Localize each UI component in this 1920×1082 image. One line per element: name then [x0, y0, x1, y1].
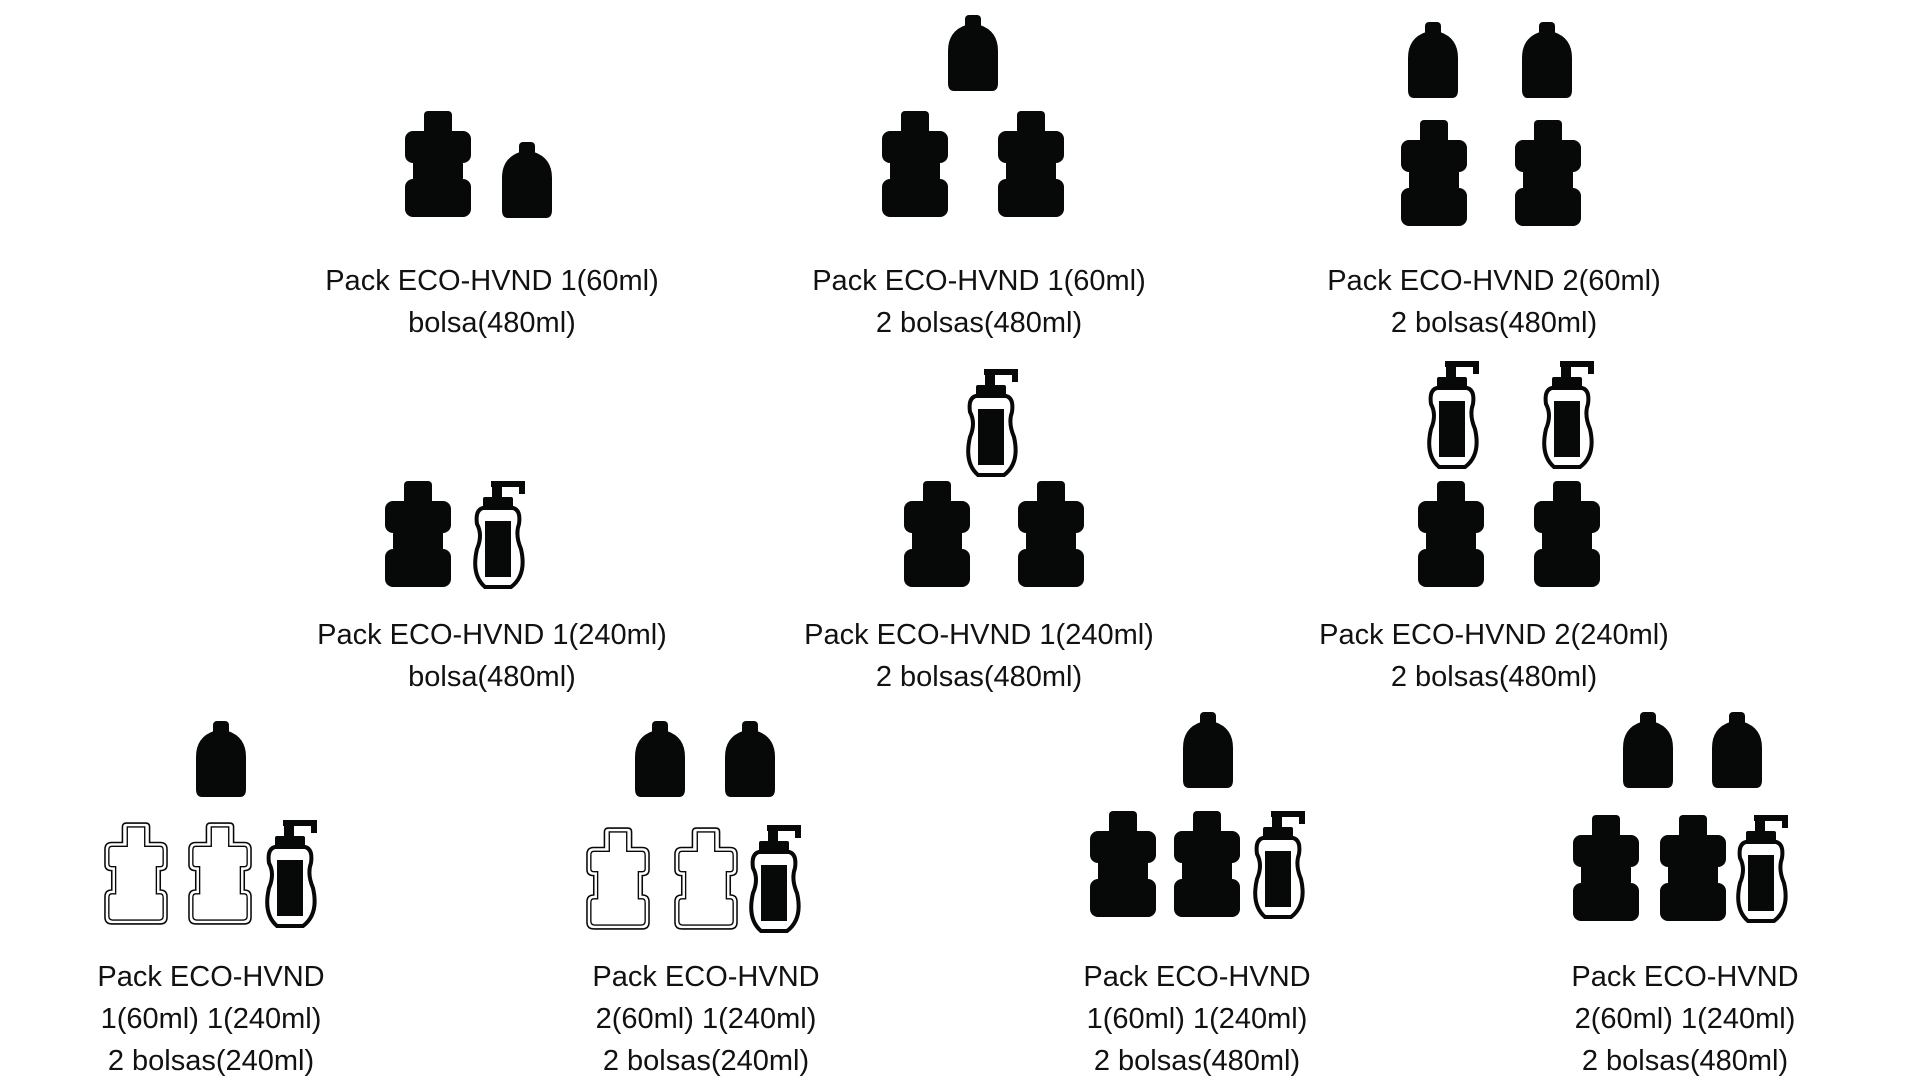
- pack-label-line: 1(60ml) 1(240ml): [100, 1003, 322, 1035]
- pack-label-line: Pack ECO-HVND 2(240ml): [1319, 619, 1669, 651]
- bottle-60ml-icon: [1183, 712, 1233, 788]
- pack-label-line: 2 bolsas(480ml): [1581, 1045, 1789, 1077]
- pack-label: Pack ECO-HVND 1(60ml) 1(240ml) 2 bolsas(24…: [97, 956, 324, 1082]
- bottle-60ml-icon: [1408, 22, 1458, 98]
- pack-label-line: 2 bolsas(240ml): [107, 1045, 315, 1077]
- outline-bottle-240ml-icon: [188, 820, 252, 927]
- pack-label: Pack ECO-HVND 2(60ml) 2 bolsas(480ml): [1327, 260, 1661, 344]
- pump-bottle-240ml-icon: [1251, 809, 1308, 920]
- bottle-480ml-icon: [405, 111, 471, 217]
- pack-label-line: 1(60ml) 1(240ml): [1086, 1003, 1308, 1035]
- outline-bottle-240ml-icon: [674, 825, 738, 932]
- pack-label-line: 2 bolsas(480ml): [875, 661, 1083, 693]
- pack-label-line: 2 bolsas(480ml): [1390, 307, 1598, 339]
- pack-label-line: Pack ECO-HVND 2(60ml): [1327, 265, 1661, 297]
- outline-bottle-240ml-icon: [104, 820, 168, 927]
- bottle-60ml-icon: [1522, 22, 1572, 98]
- pack-label-line: Pack ECO-HVND: [97, 961, 325, 993]
- pack-label-line: Pack ECO-HVND: [1571, 961, 1799, 993]
- bottle-60ml-icon: [635, 721, 685, 797]
- pack-label: Pack ECO-HVND 2(240ml) 2 bolsas(480ml): [1319, 614, 1669, 698]
- bottle-60ml-icon: [196, 721, 246, 797]
- bottle-480ml-icon: [1573, 815, 1639, 921]
- pack-label-line: 2(60ml) 1(240ml): [1574, 1003, 1796, 1035]
- bottle-480ml-icon: [1174, 811, 1240, 917]
- bottle-480ml-icon: [1534, 481, 1600, 587]
- bottle-480ml-icon: [1401, 120, 1467, 226]
- pump-bottle-240ml-icon: [263, 818, 320, 929]
- bottle-60ml-icon: [725, 721, 775, 797]
- pack-label: Pack ECO-HVND 1(240ml) 2 bolsas(480ml): [804, 614, 1154, 698]
- pack-label: Pack ECO-HVND 1(60ml) bolsa(480ml): [325, 260, 659, 344]
- pump-bottle-240ml-icon: [1425, 359, 1482, 470]
- pack-label-line: Pack ECO-HVND 1(240ml): [804, 619, 1154, 651]
- bottle-480ml-icon: [904, 481, 970, 587]
- bottle-480ml-icon: [1418, 481, 1484, 587]
- bottle-480ml-icon: [1515, 120, 1581, 226]
- bottle-480ml-icon: [1018, 481, 1084, 587]
- pack-label-line: 2 bolsas(240ml): [602, 1045, 810, 1077]
- pack-label: Pack ECO-HVND 2(60ml) 1(240ml) 2 bolsas(48…: [1571, 956, 1798, 1082]
- pump-bottle-240ml-icon: [1734, 813, 1791, 924]
- bottle-60ml-icon: [948, 15, 998, 91]
- pack-label-line: Pack ECO-HVND 1(60ml): [812, 265, 1146, 297]
- pack-label-line: 2 bolsas(480ml): [1390, 661, 1598, 693]
- pack-label: Pack ECO-HVND 1(60ml) 2 bolsas(480ml): [812, 260, 1146, 344]
- pack-label-line: Pack ECO-HVND: [592, 961, 820, 993]
- bottle-60ml-icon: [1712, 712, 1762, 788]
- pump-bottle-240ml-icon: [964, 367, 1021, 478]
- pack-label: Pack ECO-HVND 1(240ml) bolsa(480ml): [317, 614, 667, 698]
- pack-label: Pack ECO-HVND 1(60ml) 1(240ml) 2 bolsas(48…: [1083, 956, 1310, 1082]
- pack-label-line: 2(60ml) 1(240ml): [595, 1003, 817, 1035]
- pack-label-line: 2 bolsas(480ml): [875, 307, 1083, 339]
- outline-bottle-240ml-icon: [586, 825, 650, 932]
- pack-label-line: 2 bolsas(480ml): [1093, 1045, 1301, 1077]
- bottle-480ml-icon: [1090, 811, 1156, 917]
- pack-label: Pack ECO-HVND 2(60ml) 1(240ml) 2 bolsas(24…: [592, 956, 819, 1082]
- bottle-480ml-icon: [385, 481, 451, 587]
- pump-bottle-240ml-icon: [471, 479, 528, 590]
- pack-label-line: Pack ECO-HVND 1(240ml): [317, 619, 667, 651]
- pack-label-line: Pack ECO-HVND 1(60ml): [325, 265, 659, 297]
- pack-label-line: bolsa(480ml): [408, 661, 576, 693]
- pack-label-line: bolsa(480ml): [408, 307, 576, 339]
- pack-label-line: Pack ECO-HVND: [1083, 961, 1311, 993]
- bottle-480ml-icon: [882, 111, 948, 217]
- bottle-480ml-icon: [998, 111, 1064, 217]
- bottle-60ml-icon: [1623, 712, 1673, 788]
- pump-bottle-240ml-icon: [1540, 359, 1597, 470]
- pump-bottle-240ml-icon: [747, 823, 804, 934]
- bottle-480ml-icon: [1660, 815, 1726, 921]
- bottle-60ml-icon: [502, 142, 552, 218]
